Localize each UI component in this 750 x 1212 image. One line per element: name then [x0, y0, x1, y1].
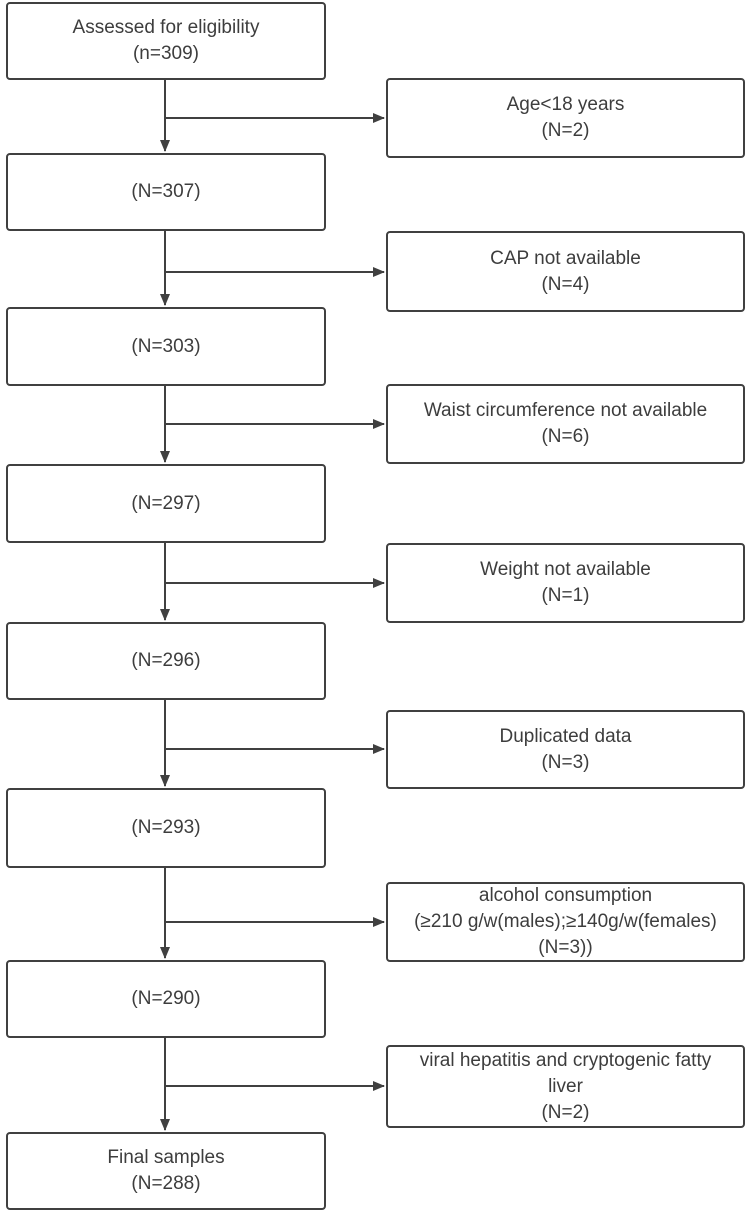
exclusion-box-cap-not-available: CAP not available (N=4) [386, 231, 745, 312]
flow-box-n303: (N=303) [6, 307, 326, 386]
flow-box-final-samples: Final samples (N=288) [6, 1132, 326, 1210]
flow-box-n290: (N=290) [6, 960, 326, 1038]
flow-box-n297: (N=297) [6, 464, 326, 543]
exclusion-box-age: Age<18 years (N=2) [386, 78, 745, 158]
exclusion-box-duplicated-data: Duplicated data (N=3) [386, 710, 745, 789]
flow-box-n307: (N=307) [6, 153, 326, 231]
exclusion-box-waist-circumference: Waist circumference not available (N=6) [386, 384, 745, 464]
flow-box-assessed-eligibility: Assessed for eligibility (n=309) [6, 2, 326, 80]
exclusion-box-viral-hepatitis: viral hepatitis and cryptogenic fatty li… [386, 1045, 745, 1128]
flow-box-n296: (N=296) [6, 622, 326, 700]
exclusion-box-alcohol-consumption: alcohol consumption (≥210 g/w(males);≥14… [386, 882, 745, 962]
flow-box-n293: (N=293) [6, 788, 326, 868]
exclusion-box-weight-not-available: Weight not available (N=1) [386, 543, 745, 623]
